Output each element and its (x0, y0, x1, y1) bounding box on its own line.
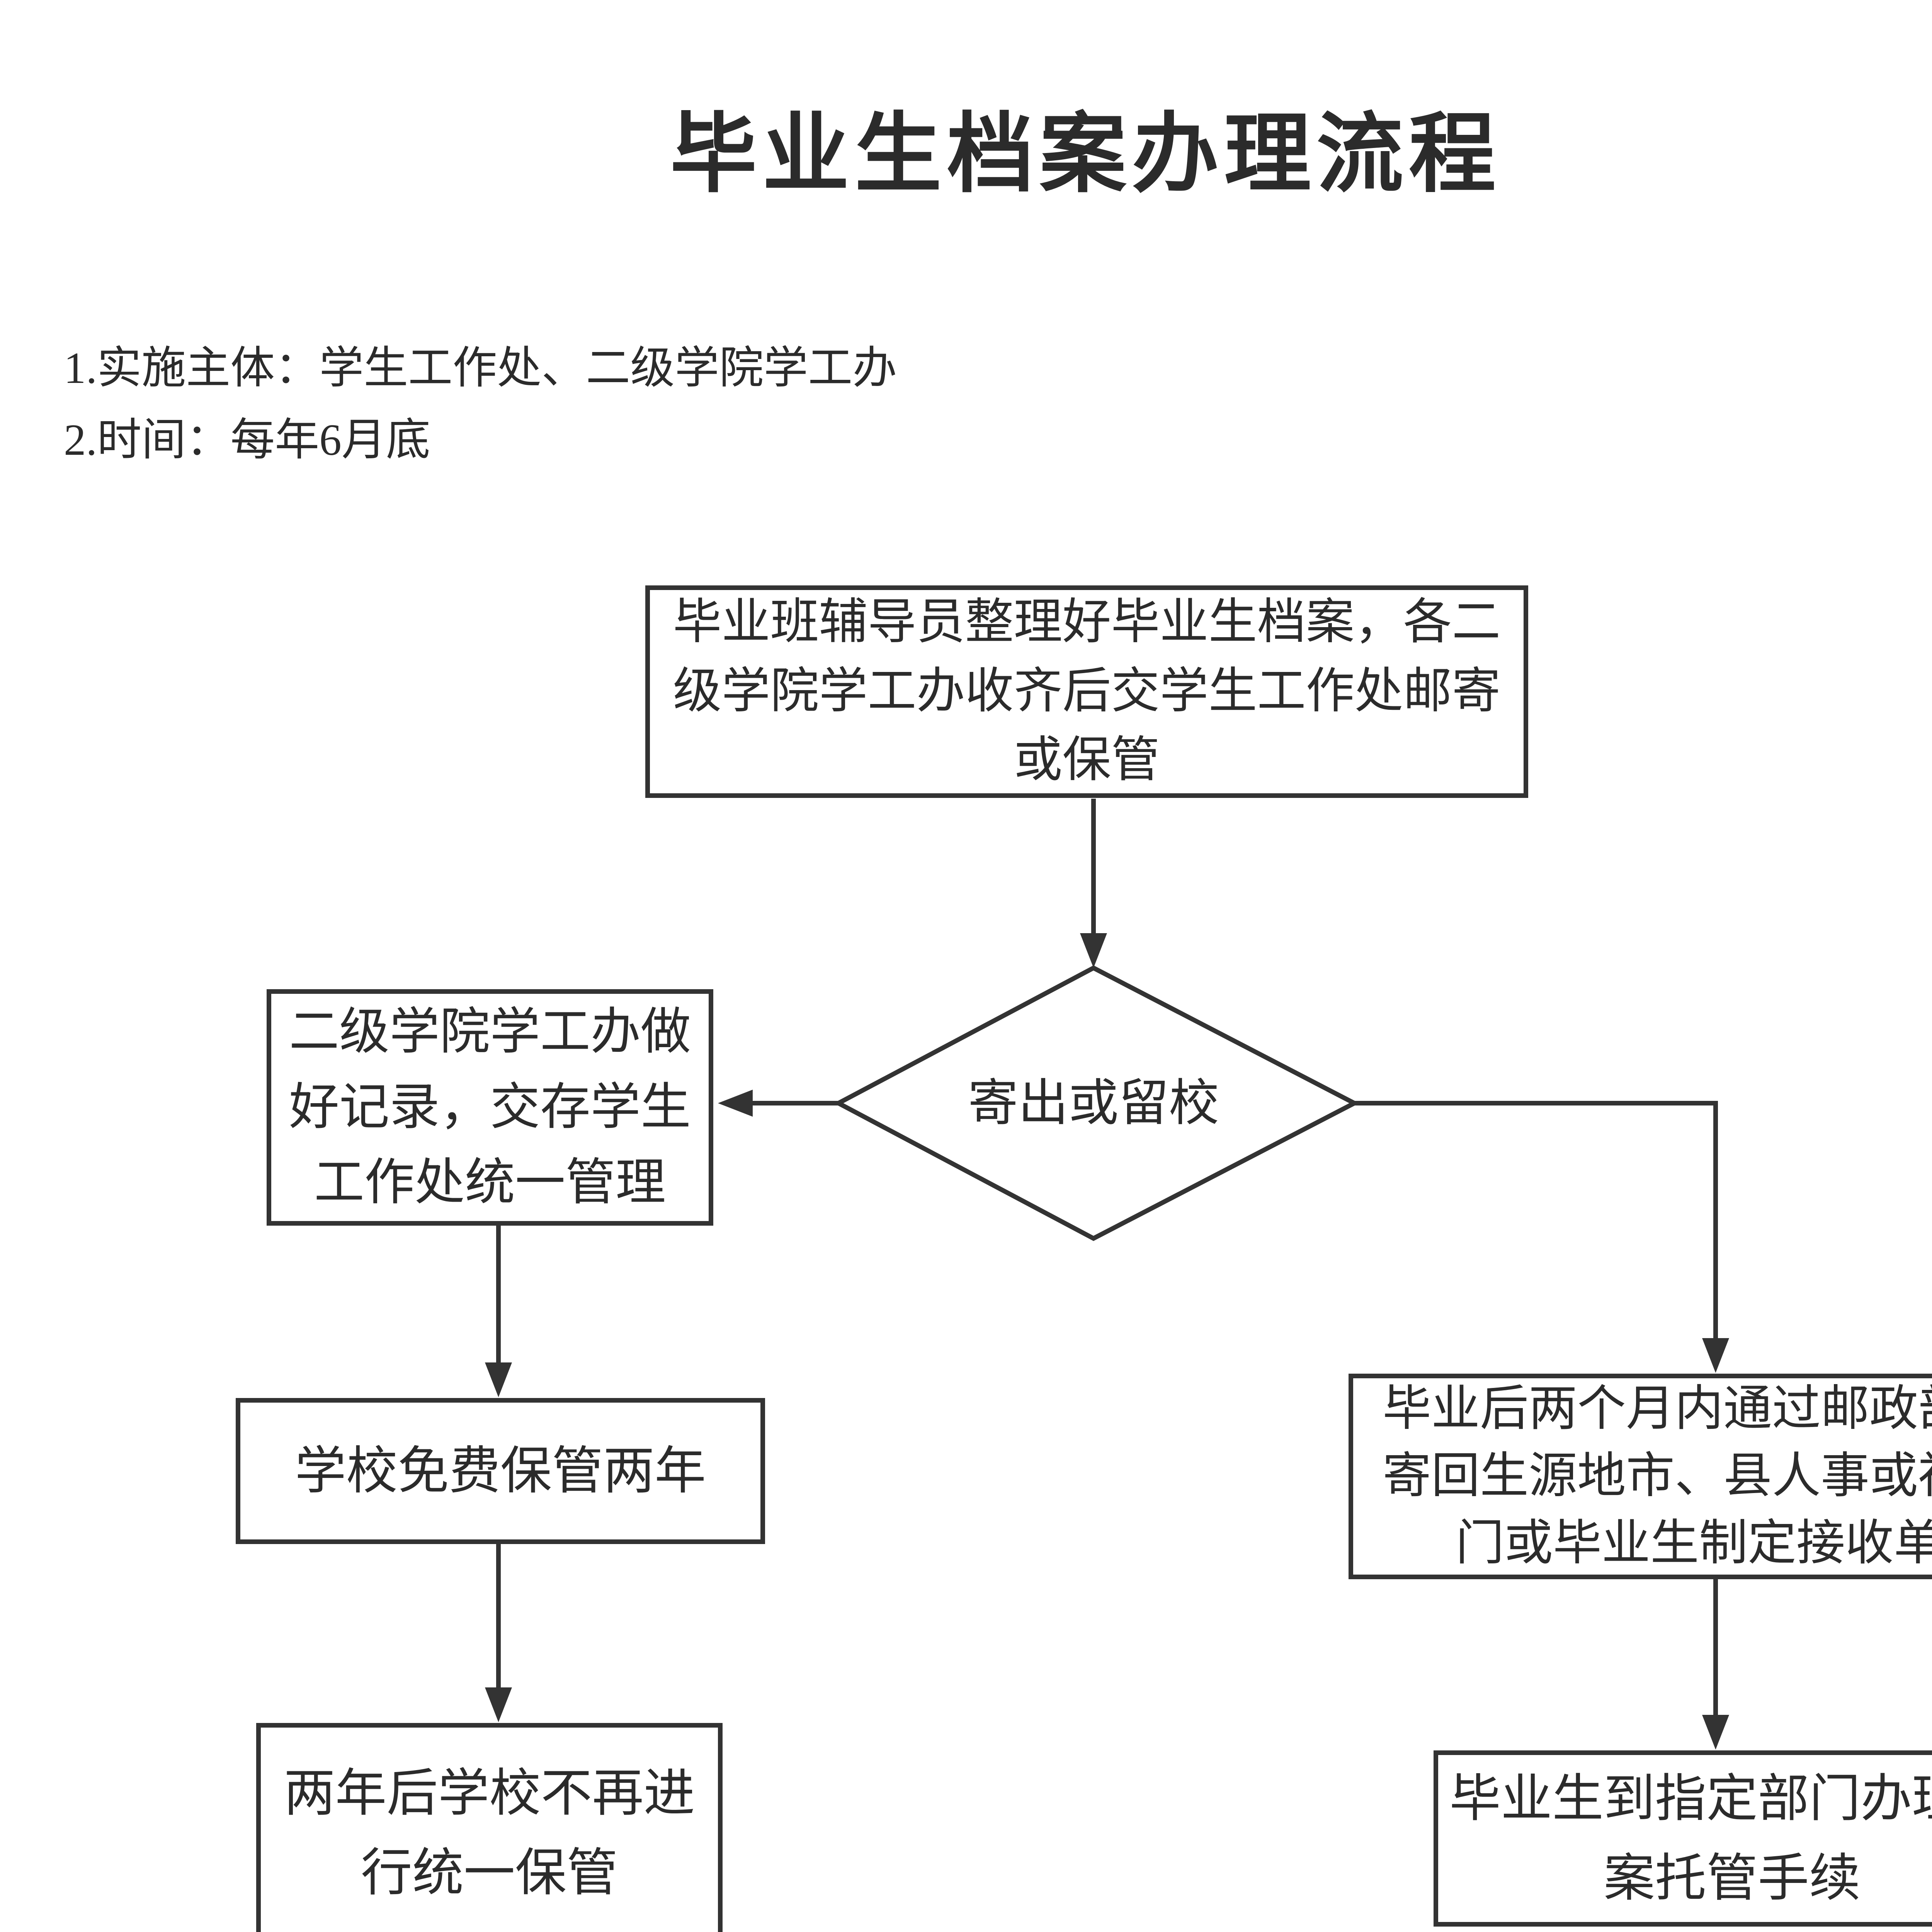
page-title: 毕业生档案办理流程 (670, 106, 1501, 203)
node-storage-ends: 两年后学校不再进 行统一保管 (256, 1723, 723, 1932)
arrowhead-stop-box (485, 1687, 512, 1722)
node-record-keep-line-1: 二级学院学工办做 (289, 1004, 691, 1060)
note-line-2: 2.时间：每年6月底 (64, 415, 430, 465)
node-free-storage: 学校免费保管两年 (236, 1398, 765, 1544)
node-record-keep-line-3: 工作处统一管理 (314, 1155, 666, 1211)
node-free-storage-label: 学校免费保管两年 (295, 1442, 706, 1500)
arrowhead-down-decision (1080, 933, 1107, 968)
decision-diamond (833, 965, 1360, 1241)
node-storage-ends-line-2: 行统一保管 (361, 1844, 618, 1901)
connector-decision-to-mail-box (1354, 1101, 1718, 1339)
notes: 1.实施主体：学生工作处、二级学院学工办 2.时间：每年6月底 (64, 332, 897, 476)
arrowhead-left-box (718, 1090, 753, 1117)
node-start-line-3: 或保管 (1014, 733, 1160, 787)
node-deposit-procedure: 毕业生到指定部门办理档 案托管手续 (1434, 1750, 1932, 1927)
arrowhead-keep-box (485, 1362, 512, 1397)
node-start-line-1: 毕业班辅导员整理好毕业生档案，各二 (673, 595, 1501, 649)
node-mail-out-line-3: 门或毕业生制定接收单位 (1456, 1516, 1932, 1570)
node-record-keep-line-2: 好记录，交存学生 (289, 1079, 691, 1135)
node-mail-out: 毕业后两个月内通过邮政部门邮 寄回生源地市、县人事或社保部 门或毕业生制定接收单… (1349, 1374, 1932, 1579)
node-start-line-2: 级学院学工办收齐后交学生工作处邮寄 (673, 664, 1501, 718)
arrowhead-deposit-box (1702, 1715, 1729, 1750)
node-start: 毕业班辅导员整理好毕业生档案，各二 级学院学工办收齐后交学生工作处邮寄 或保管 (645, 585, 1528, 798)
node-decision-label: 寄出或留校 (968, 1076, 1219, 1131)
arrowhead-mail-box (1702, 1338, 1729, 1373)
node-record-keep: 二级学院学工办做 好记录，交存学生 工作处统一管理 (267, 989, 713, 1226)
node-deposit-procedure-line-1: 毕业生到指定部门办理档 (1449, 1770, 1932, 1827)
node-storage-ends-line-1: 两年后学校不再进 (284, 1764, 695, 1822)
note-line-1: 1.实施主体：学生工作处、二级学院学工办 (64, 344, 897, 393)
node-deposit-procedure-line-2: 案托管手续 (1604, 1850, 1861, 1907)
node-mail-out-line-2: 寄回生源地市、县人事或社保部 (1383, 1449, 1932, 1503)
node-mail-out-line-1: 毕业后两个月内通过邮政部门邮 (1383, 1382, 1932, 1436)
